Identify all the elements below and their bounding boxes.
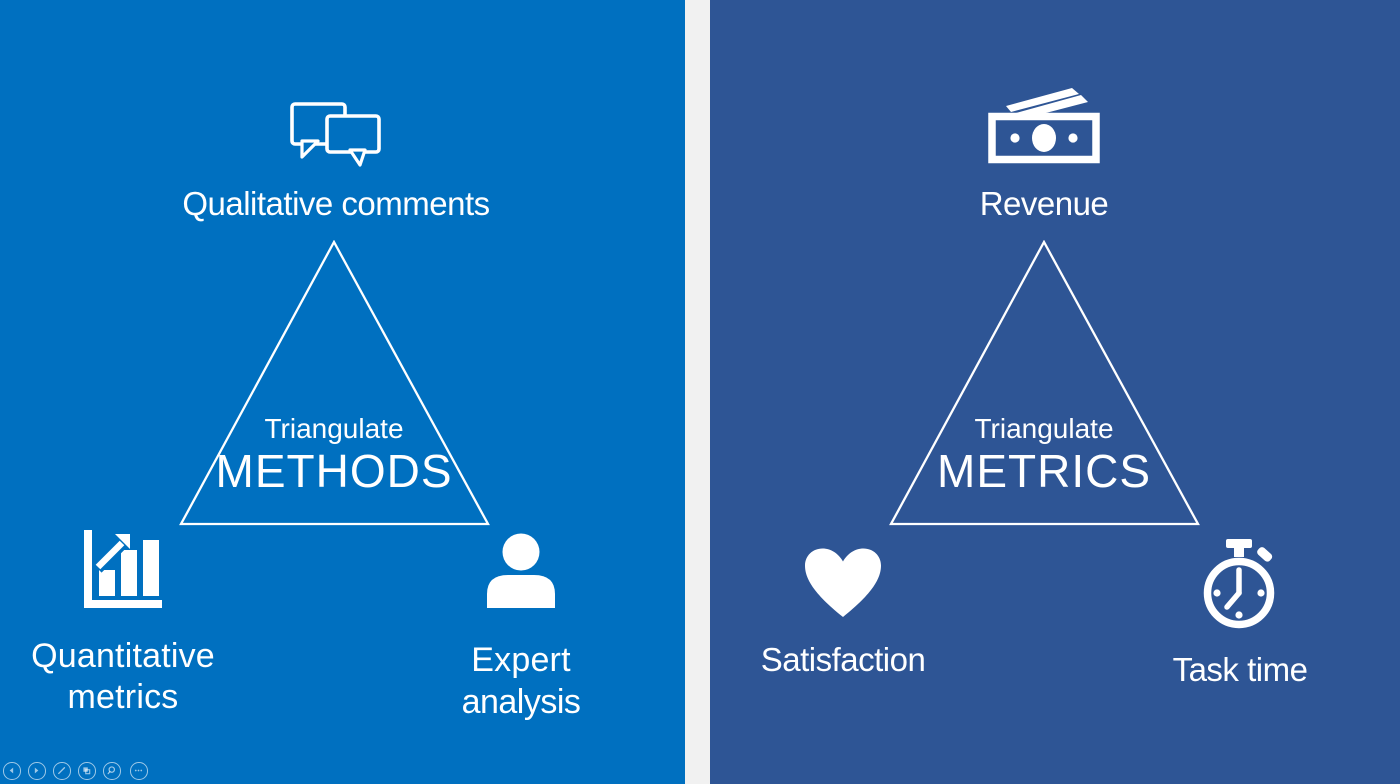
more-options-button[interactable] (130, 762, 148, 780)
metrics-triangle (889, 240, 1200, 526)
slides-icon (83, 767, 91, 775)
slide-divider (685, 0, 710, 784)
methods-triangle (179, 240, 490, 526)
heart-icon (805, 548, 881, 617)
metrics-label: METRICS (937, 445, 1151, 497)
pen-tools-button[interactable] (53, 762, 71, 780)
speech-bubbles-icon (290, 102, 381, 167)
money-icon (988, 88, 1100, 164)
bar-chart-icon (84, 530, 162, 608)
qualitative-comments-label: Qualitative comments (182, 185, 490, 222)
person-icon (487, 533, 555, 608)
task-time-label: Task time (1172, 651, 1308, 688)
quantitative-metrics-label: Quantitative metrics (31, 637, 215, 716)
chevron-right-icon (35, 767, 39, 774)
satisfaction-label: Satisfaction (760, 641, 926, 678)
analysis-label: analysis (461, 683, 581, 721)
ellipsis-icon (135, 769, 143, 772)
zoom-slide-button[interactable] (103, 762, 121, 780)
triangulate-label: Triangulate (264, 413, 404, 444)
see-all-slides-button[interactable] (78, 762, 96, 780)
methods-label: METHODS (215, 445, 453, 497)
stopwatch-icon (1203, 539, 1275, 629)
previous-slide-button[interactable] (3, 762, 21, 780)
slide-metrics: Revenue Triangulate METRICS Satisfaction… (710, 0, 1400, 784)
pen-icon (58, 767, 66, 775)
presenter-toolbar (3, 762, 148, 780)
expert-label: Expert (471, 641, 571, 679)
triangulate-label: Triangulate (974, 413, 1114, 444)
chevron-left-icon (9, 767, 14, 774)
next-slide-button[interactable] (28, 762, 46, 780)
slide-methods: Qualitative comments Triangulate METHODS… (0, 0, 685, 784)
revenue-label: Revenue (979, 185, 1109, 222)
magnifier-icon (107, 766, 116, 775)
